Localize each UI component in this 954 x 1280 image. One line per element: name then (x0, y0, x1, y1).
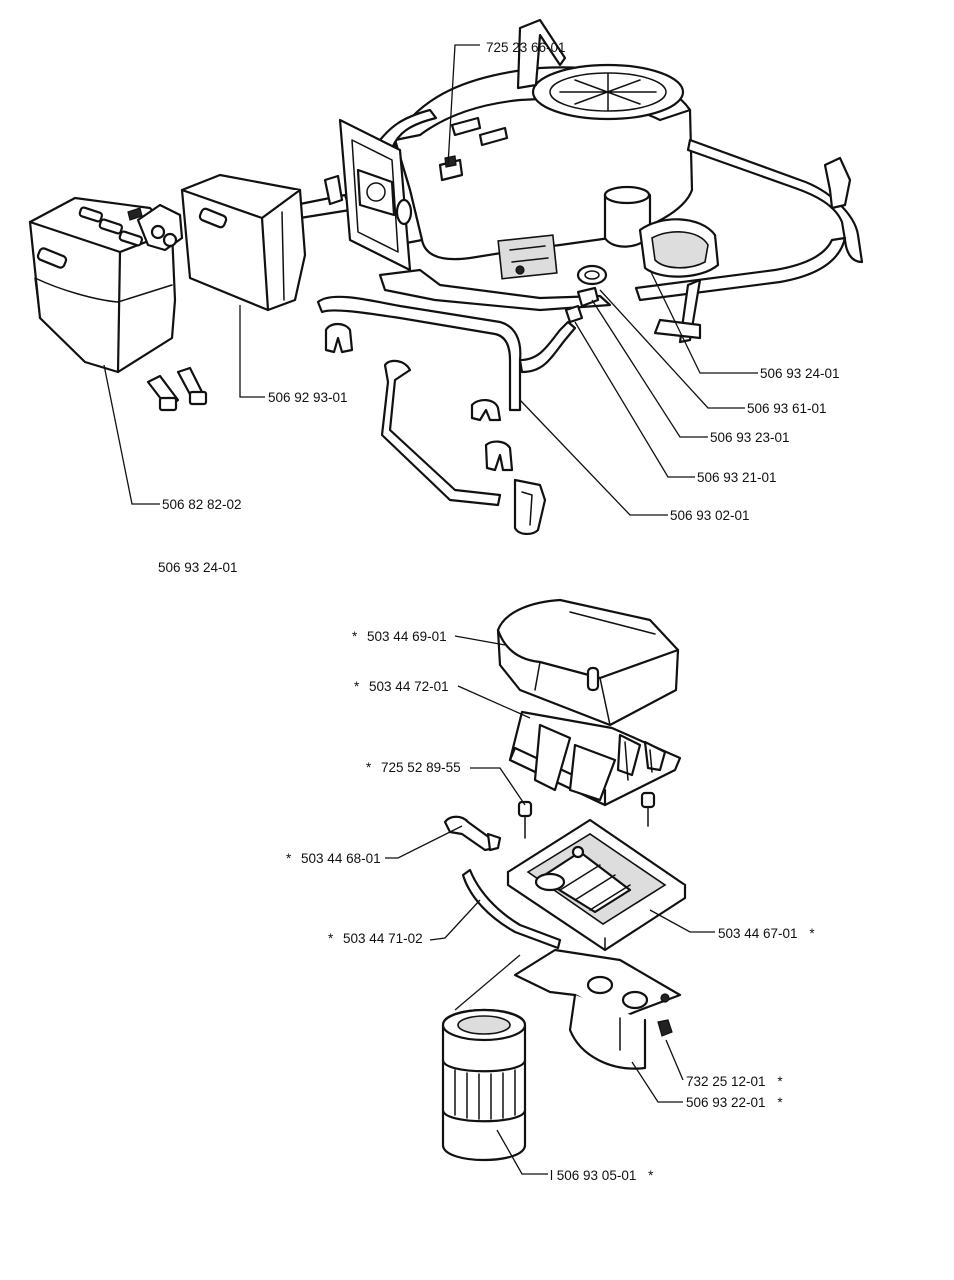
star-mark: * (328, 931, 334, 946)
muffler-bracket (127, 203, 184, 252)
star-mark: * (354, 679, 360, 694)
filter-cartridge (441, 1008, 527, 1162)
section-caption: 506 93 24-01 (158, 560, 238, 575)
star-mark: * (777, 1074, 783, 1089)
side-plate (338, 118, 413, 272)
gasket-strip (461, 868, 562, 950)
callout-506-93-05-01: l 506 93 05-01 * (550, 1168, 654, 1183)
callout-506-93-61-01: 506 93 61-01 (747, 401, 827, 416)
air-cleaner-cover (496, 598, 680, 727)
star-mark: * (809, 926, 815, 941)
grommet (576, 264, 608, 286)
fuel-line (380, 359, 547, 535)
star-mark: * (286, 851, 292, 866)
cover-screw (517, 791, 656, 839)
leaders-lower (385, 635, 715, 1175)
hose-clamp (324, 322, 514, 472)
callout-503-44-72-01: * 503 44 72-01 (354, 679, 449, 694)
callout-732-25-12-01: 732 25 12-01 * (686, 1074, 783, 1089)
callout-506-82-82-02: 506 82 82-02 (162, 497, 242, 512)
leaders-upper (103, 44, 758, 516)
muffler (28, 196, 177, 374)
clamp-spring (443, 815, 502, 852)
filter-housing (603, 185, 720, 278)
filter-element (506, 818, 687, 952)
star-mark: * (648, 1168, 654, 1183)
callout-503-44-67-01: 503 44 67-01 * (718, 926, 815, 941)
callout-503-44-71-02: * 503 44 71-02 (328, 931, 423, 946)
callout-506-93-24-01: 506 93 24-01 (760, 366, 840, 381)
nut (657, 1019, 673, 1037)
callout-725-52-89-55: * 725 52 89-55 (366, 760, 461, 775)
mounting-plate (513, 948, 682, 1070)
callout-506-92-93-01: 506 92 93-01 (268, 390, 348, 405)
muffler-screws (146, 366, 208, 412)
fuel-hose (316, 295, 577, 412)
muffler-rear (180, 173, 307, 312)
star-mark: * (366, 760, 372, 775)
air-filter-base (508, 710, 682, 807)
callout-506-93-23-01: 506 93 23-01 (710, 430, 790, 445)
lift-bracket (516, 18, 567, 90)
callout-503-44-69-01: * 503 44 69-01 (352, 629, 447, 644)
callout-725-23-66-01: 725 23 66-01 (486, 40, 566, 55)
star-mark: * (352, 629, 358, 644)
star-mark: * (777, 1095, 783, 1110)
callout-506-93-02-01: 506 93 02-01 (670, 508, 750, 523)
callout-506-93-22-01: 506 93 22-01 * (686, 1095, 783, 1110)
callout-503-44-68-01: * 503 44 68-01 (286, 851, 381, 866)
callout-506-93-21-01: 506 93 21-01 (697, 470, 777, 485)
